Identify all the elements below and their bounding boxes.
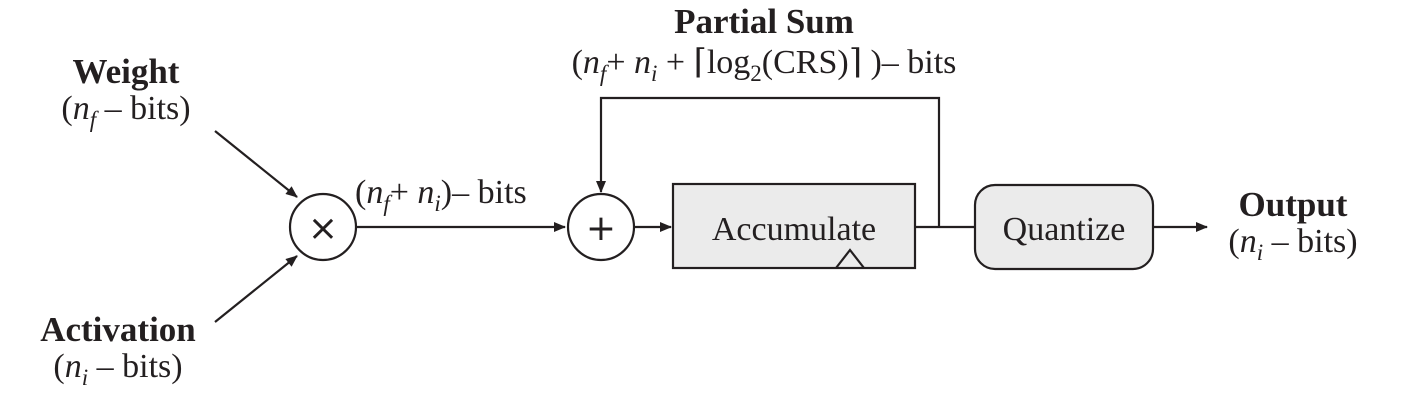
quantize-label: Quantize [1003, 211, 1126, 248]
adder-node: + [566, 192, 636, 262]
multiply-symbol: × [308, 208, 338, 249]
quantize-block: Quantize [973, 183, 1155, 271]
partial-sum-feedback-wire [596, 96, 941, 227]
output-title: Output [1239, 185, 1348, 224]
output-bitwidth: (ni – bits) [1228, 223, 1357, 265]
partial-sum-title: Partial Sum [674, 2, 854, 41]
weight-label: Weight (nf – bits) [61, 52, 190, 132]
weight-title: Weight [73, 52, 180, 91]
partial-sum-label: Partial Sum (nf+ ni + ⌈log2(CRS)⌉ )– bit… [572, 2, 957, 86]
add-symbol: + [586, 208, 616, 249]
activation-bitwidth: (ni – bits) [53, 348, 182, 390]
product-bitwidth-label: (nf+ ni)– bits [355, 174, 527, 216]
weight-bitwidth: (nf – bits) [61, 90, 190, 132]
multiplier-node: × [288, 192, 358, 262]
partial-sum-bitwidth: (nf+ ni + ⌈log2(CRS)⌉ )– bits [572, 44, 957, 86]
activation-title: Activation [40, 310, 196, 349]
clock-triangle-icon [835, 248, 865, 269]
accumulate-label: Accumulate [712, 211, 876, 248]
weight-arrow [214, 130, 298, 198]
activation-label: Activation (ni – bits) [40, 310, 196, 390]
output-label: Output (ni – bits) [1228, 185, 1357, 265]
activation-arrow [214, 255, 298, 323]
accumulate-block: Accumulate [671, 182, 917, 270]
